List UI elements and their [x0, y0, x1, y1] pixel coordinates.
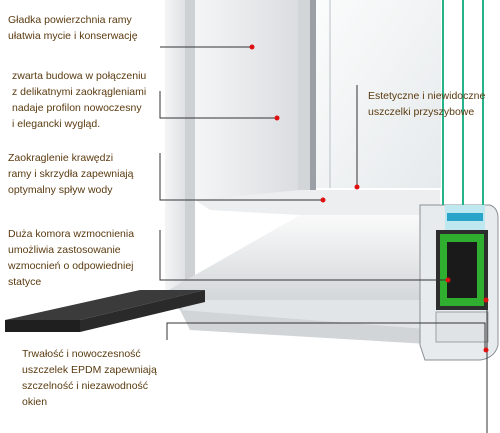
label-line: Duża komora wzmocnienia: [8, 228, 135, 240]
marker-reinforcement: [445, 277, 451, 283]
leader-rounded-edges: [159, 153, 323, 201]
label-compact-build: zwarta budowa w połączeniu z delikatnymi…: [12, 68, 146, 132]
profile-cross-section: [419, 0, 499, 361]
label-rounded-edges: Zaokraglenie krawędzi ramy i skrzydła za…: [8, 150, 133, 198]
marker-rounded-edges: [320, 197, 326, 203]
sash-bottom: [160, 190, 445, 345]
label-line: Gładka powierzchnia ramy: [8, 14, 132, 26]
leader-lines: [159, 46, 488, 433]
label-line: ułatwia mycie i konserwację: [8, 30, 138, 42]
marker-smooth-surface: [249, 44, 255, 50]
label-line: Estetyczne i niewidoczne: [368, 90, 486, 102]
label-line: umożliwia zastosowanie: [8, 244, 121, 256]
label-reinforcement-chamber: Duża komora wzmocnienia umożliwia zastos…: [8, 226, 134, 290]
glass-pane: [316, 0, 441, 188]
label-line: wzmocnień o odpowiedniej: [8, 260, 134, 272]
label-line: nadaje profilon nowoczesny: [12, 102, 142, 114]
label-line: uszczelek EPDM zapewniają: [22, 364, 157, 376]
label-line: zwarta budowa w połączeniu: [12, 70, 147, 82]
leader-epdm-seals: [166, 322, 486, 350]
marker-epdm-seals: [483, 347, 489, 353]
label-line: z delikatnymi zaokrągleniami: [12, 86, 147, 98]
marker-glazing-seals: [354, 184, 360, 190]
marker-compact-build: [274, 115, 280, 121]
label-line: optymalny spływ wody: [8, 184, 113, 196]
label-line: uszczelki przyszybowe: [368, 106, 475, 118]
marker-epdm-right: [483, 297, 489, 303]
label-line: szczelność i niezawodność: [22, 380, 149, 392]
label-line: Zaokraglenie krawędzi: [8, 152, 114, 164]
leader-reinforcement: [159, 230, 448, 281]
dark-weather-bar: [5, 290, 205, 332]
label-line: statyce: [8, 276, 42, 288]
markers: [249, 44, 489, 353]
label-line: Trwałość i nowoczesność: [22, 348, 141, 360]
label-line: i elegancki wygląd.: [12, 118, 101, 130]
leader-compact-build: [159, 91, 277, 119]
label-epdm-seals: Trwałość i nowoczesność uszczelek EPDM z…: [22, 346, 157, 410]
label-smooth-surface: Gładka powierzchnia ramy ułatwia mycie i…: [8, 12, 138, 44]
label-line: ramy i skrzydła zapewniają: [8, 168, 134, 180]
label-glazing-seals: Estetyczne i niewidoczne uszczelki przys…: [368, 88, 485, 120]
label-line: okien: [22, 396, 48, 408]
